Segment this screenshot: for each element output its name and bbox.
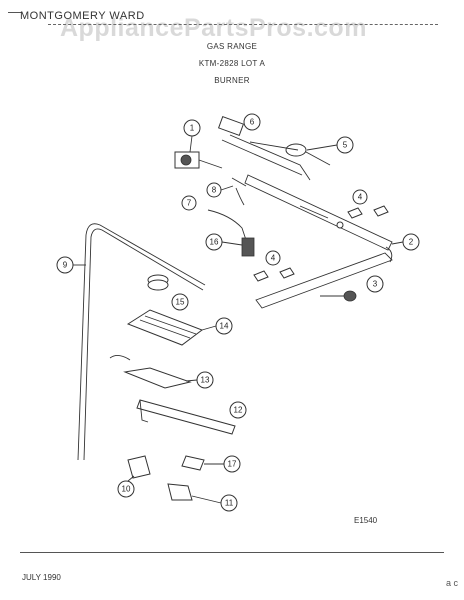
gas-line-part — [77, 223, 206, 461]
section-name: BURNER — [214, 76, 250, 85]
figure-code: E1540 — [354, 516, 378, 525]
bracket-clip-part — [167, 483, 193, 501]
callout-9: 9 — [56, 256, 86, 274]
corner-scribble — [8, 12, 22, 13]
callout-17: 17 — [204, 455, 241, 473]
svg-text:9: 9 — [63, 261, 68, 270]
thermocouple-part — [207, 177, 247, 241]
svg-text:3: 3 — [373, 280, 378, 289]
svg-text:16: 16 — [210, 238, 219, 247]
orifice-fitting-parts — [253, 205, 389, 282]
callout-14: 14 — [201, 317, 233, 335]
callout-2: 2 — [391, 233, 420, 251]
corner-mark: a c — [445, 578, 458, 588]
svg-text:4: 4 — [358, 193, 363, 202]
footer-rule — [20, 552, 444, 553]
valve-regulator-part — [174, 115, 331, 181]
svg-text:6: 6 — [250, 118, 255, 127]
publication-date: JULY 1990 — [22, 573, 61, 582]
callout-8: 8 — [206, 182, 234, 198]
svg-text:10: 10 — [122, 485, 131, 494]
svg-text:12: 12 — [234, 406, 243, 415]
clip-part — [127, 455, 151, 479]
callout-12: 12 — [229, 401, 247, 419]
svg-text:14: 14 — [220, 322, 229, 331]
callout-10: 10 — [117, 475, 135, 498]
callout-13: 13 — [185, 371, 214, 389]
svg-text:2: 2 — [409, 238, 414, 247]
svg-text:15: 15 — [176, 298, 185, 307]
callout-11: 11 — [191, 494, 238, 512]
grommet-part — [147, 274, 169, 291]
burner-tube-part — [244, 174, 393, 309]
callout-7: 7 — [181, 195, 197, 211]
callout-3: 3 — [366, 275, 384, 293]
svg-text:8: 8 — [212, 186, 217, 195]
callout-6: 6 — [243, 113, 261, 131]
bake-burner-part — [136, 399, 236, 435]
igniter-block-part — [241, 237, 255, 257]
brand-name: MONTGOMERY WARD — [20, 10, 145, 22]
svg-text:4: 4 — [271, 254, 276, 263]
callout-4-top: 4 — [352, 189, 368, 205]
header-rule — [48, 24, 438, 25]
site-watermark: AppliancePartsPros.com — [60, 14, 367, 42]
callout-5: 5 — [306, 136, 354, 154]
retainer-part — [181, 455, 205, 471]
callout-15: 15 — [171, 293, 189, 311]
svg-text:11: 11 — [225, 499, 234, 508]
spreader-plate-part — [126, 309, 204, 346]
callout-4-mid: 4 — [265, 250, 281, 266]
svg-text:7: 7 — [187, 199, 192, 208]
product-type: GAS RANGE — [206, 42, 258, 51]
svg-text:1: 1 — [190, 124, 195, 133]
callout-16: 16 — [205, 233, 243, 251]
callout-1: 1 — [183, 119, 201, 153]
svg-text:5: 5 — [343, 141, 348, 150]
svg-text:13: 13 — [201, 376, 210, 385]
air-shutter-part — [320, 290, 357, 302]
model-number: KTM-2828 LOT A — [198, 59, 266, 68]
bracket-part — [123, 367, 192, 389]
svg-text:17: 17 — [228, 460, 237, 469]
